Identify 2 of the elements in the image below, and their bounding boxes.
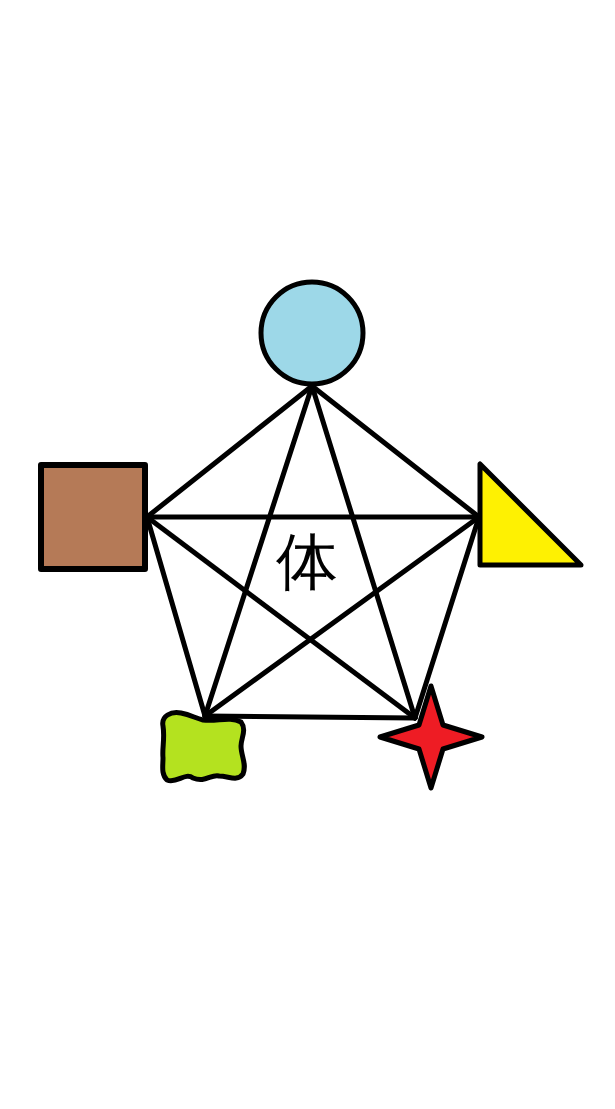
- connecting-line: [202, 713, 418, 721]
- center-character: 体: [276, 531, 338, 593]
